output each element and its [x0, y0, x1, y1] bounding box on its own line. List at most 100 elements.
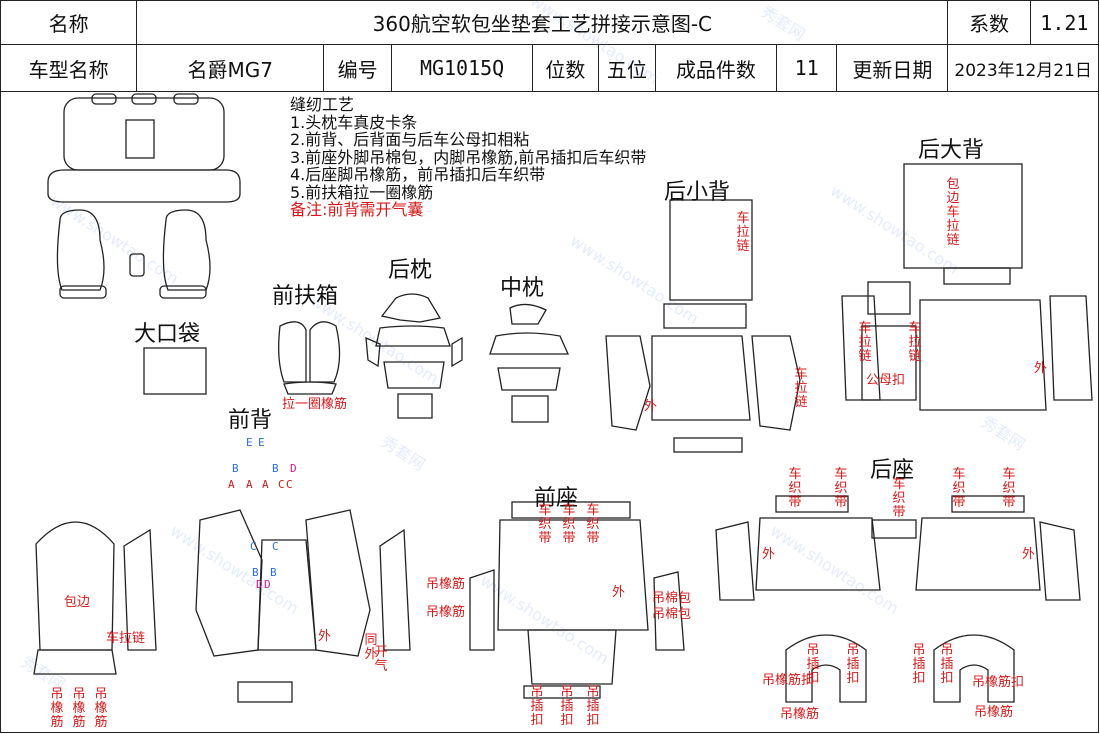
note-armrest-band: 拉一圈橡筋	[282, 397, 348, 412]
note-outer: 外	[318, 629, 332, 644]
label-big-pocket: 大口袋	[134, 322, 201, 347]
front-armrest-shape	[278, 321, 341, 395]
note-pull-chain: 车拉链	[908, 321, 922, 364]
coef-label: 系数	[947, 0, 1031, 45]
note-webbing: 车织带	[538, 503, 552, 546]
note-hang-band: 吊橡筋	[94, 687, 108, 730]
front-back-shape	[33, 509, 411, 703]
note-pull-chain: 车拉链	[736, 211, 750, 254]
note-hang-clip: 吊插扣	[912, 643, 926, 686]
seam-letter-a: A	[262, 478, 269, 491]
note-outer: 外	[1022, 547, 1036, 562]
note-hang-cotton: 吊棉包	[652, 607, 692, 622]
seam-letter-b: B	[270, 566, 277, 579]
code-value: MG1015Q	[391, 44, 533, 92]
note-hang-band: 吊橡筋	[50, 687, 64, 730]
note-edge-binding: 包边	[64, 595, 91, 610]
note-item: 2.前背、后背面与后车公母扣相粘	[290, 130, 530, 149]
note-open-airbag: 开气	[374, 645, 388, 674]
model-value: 名爵MG7	[136, 44, 325, 92]
sewing-notes: 缝纫工艺 1.头枕车真皮卡条 2.前背、后背面与后车公母扣相粘 3.前座外脚吊棉…	[290, 96, 646, 219]
note-item: 3.前座外脚吊棉包，内脚吊橡筋,前吊插扣后车织带	[290, 147, 647, 167]
rear-seat-shape	[715, 495, 1081, 703]
note-outer: 外	[762, 547, 776, 562]
label-rear-seat: 后座	[870, 458, 915, 483]
label-mid-pillow: 中枕	[500, 276, 545, 301]
notes-title: 缝纫工艺	[290, 95, 355, 114]
note-webbing: 车织带	[586, 503, 600, 546]
label-front-seat: 前座	[534, 486, 579, 511]
note-hang-clip: 吊插扣	[530, 685, 544, 728]
seat-label: 位数	[531, 44, 599, 92]
note-outer: 外	[644, 399, 658, 414]
note-hang-clip: 吊插扣	[586, 685, 600, 728]
name-label: 名称	[0, 0, 138, 45]
note-hang-cotton: 吊棉包	[652, 591, 692, 606]
date-label: 更新日期	[836, 44, 949, 92]
note-hang-clip-band: 吊橡筋扣	[972, 675, 1025, 690]
rear-small-back-shape	[605, 199, 801, 453]
note-outer: 外	[1034, 361, 1048, 376]
note-hang-band: 吊橡筋	[426, 605, 466, 620]
sheet-title: 360航空软包坐垫套工艺拼接示意图-C	[136, 0, 949, 45]
label-rear-small-back: 后小背	[664, 180, 731, 205]
note-pull-chain: 车拉链	[794, 367, 808, 410]
seam-letter-c: C	[278, 478, 285, 491]
code-label: 编号	[323, 44, 393, 92]
note-item: 4.后座脚吊橡筋，前吊插扣后车织带	[290, 165, 546, 184]
note-male-female: 公母扣	[866, 373, 906, 388]
seam-letter-c: C	[272, 540, 279, 553]
seat-value: 五位	[597, 44, 657, 92]
front-seat-shape	[469, 501, 685, 699]
seam-letter-d: D	[256, 578, 263, 591]
label-front-back: 前背	[228, 408, 273, 433]
note-pull-chain: 车拉链	[858, 321, 872, 364]
note-hang-clip-band: 吊橡筋扣	[762, 673, 815, 688]
seam-letter-b: B	[252, 566, 259, 579]
car-overview	[47, 93, 241, 299]
note-webbing: 车织带	[952, 467, 966, 510]
note-hang-clip: 吊插扣	[940, 643, 954, 686]
notes-remark: 备注:前背需开气囊	[290, 200, 424, 219]
note-hang-band: 吊橡筋	[426, 577, 466, 592]
pieces-label: 成品件数	[655, 44, 777, 92]
note-item: 5.前扶箱拉一圈橡筋	[290, 182, 434, 202]
note-hang-clip: 吊插扣	[560, 685, 574, 728]
seam-letter-c: C	[250, 540, 257, 553]
seam-letter-e: E	[258, 436, 265, 449]
label-front-armrest: 前扶箱	[272, 284, 339, 309]
note-webbing: 车织带	[834, 467, 848, 510]
note-hang-clip: 吊插扣	[806, 643, 820, 686]
header-table: 名称 360航空软包坐垫套工艺拼接示意图-C 系数 1.21 车型名称 名爵MG…	[0, 0, 1100, 92]
note-webbing: 车织带	[1002, 467, 1016, 510]
seam-letter-d: D	[290, 462, 297, 475]
big-pocket-shape	[143, 347, 207, 395]
seam-letter-a: A	[228, 478, 235, 491]
pieces-value: 11	[775, 44, 838, 92]
note-webbing: 车织带	[892, 477, 906, 520]
label-rear-big-back: 后大背	[918, 138, 985, 163]
note-hang-band: 吊橡筋	[780, 707, 820, 722]
seam-letter-e: E	[246, 436, 253, 449]
note-webbing: 车织带	[788, 467, 802, 510]
seam-letter-b: B	[272, 462, 279, 475]
note-webbing: 车织带	[562, 503, 576, 546]
note-edge-pull-chain: 包边车拉链	[946, 177, 960, 248]
note-hang-clip: 吊插扣	[846, 643, 860, 686]
rear-big-back-shape	[841, 163, 1093, 411]
seam-letter-d: D	[264, 578, 271, 591]
coef-value: 1.21	[1029, 0, 1100, 45]
rear-pillow-shape	[365, 293, 463, 419]
seam-letter-b: B	[232, 462, 239, 475]
date-value: 2023年12月21日	[947, 44, 1099, 92]
mid-pillow-shape	[489, 303, 570, 423]
note-outer: 外	[612, 585, 626, 600]
label-rear-pillow: 后枕	[388, 258, 433, 283]
note-item: 1.头枕车真皮卡条	[290, 112, 418, 132]
note-hang-band: 吊橡筋	[72, 687, 86, 730]
seam-letter-c: C	[286, 478, 293, 491]
note-same-outer: 同外	[364, 633, 378, 662]
note-hang-band: 吊橡筋	[974, 705, 1014, 720]
model-label: 车型名称	[0, 44, 138, 92]
seam-letter-a: A	[246, 478, 253, 491]
